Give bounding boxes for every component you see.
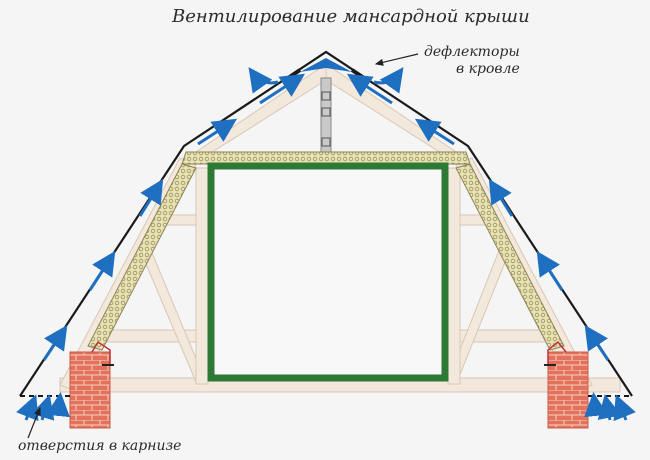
roof-covering [19, 50, 633, 397]
airflow-arrows [16, 67, 636, 422]
deflectors-label-line1: дефлекторы [424, 44, 520, 60]
eave-holes-label: отверстия в карнизе [18, 438, 182, 454]
deflectors-label: дефлекторы в кровле [424, 44, 520, 78]
brick-walls [69, 340, 589, 429]
ridge-airflow [300, 58, 352, 72]
diagram-title: Вентилирование мансардной крыши [172, 6, 530, 27]
insulation-layer [87, 151, 565, 351]
wall-posts [195, 167, 461, 385]
king-post [320, 77, 332, 153]
attic-room-frame [207, 162, 449, 382]
label-pointers [27, 53, 419, 439]
deflectors-label-line2: в кровле [456, 61, 520, 77]
